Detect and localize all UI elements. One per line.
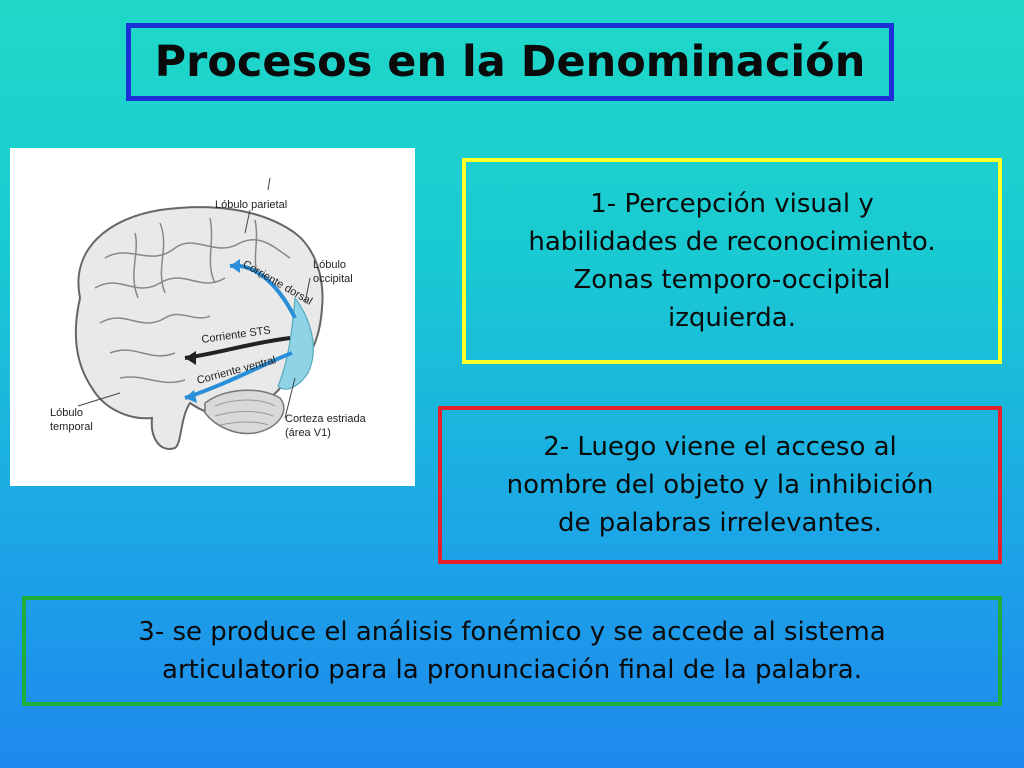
step-2-text: 2- Luego viene el acceso al nombre del o… (506, 432, 934, 538)
striate-cortex-highlight (277, 296, 314, 390)
step-1-text: 1- Percepción visual y habilidades de re… (528, 189, 936, 333)
label-temporal-1: Lóbulo (50, 407, 83, 419)
label-corteza-2: (área V1) (285, 427, 331, 439)
ventral-stream-arrow (184, 351, 293, 400)
brain-gyri (94, 217, 291, 384)
label-parietal: Lóbulo parietal (215, 199, 287, 211)
label-temporal-2: temporal (50, 421, 93, 433)
label-occipital-1: Lóbulo (313, 259, 346, 271)
label-corteza-1: Corteza estriada (285, 413, 367, 425)
title-box: Procesos en la Denominación (126, 23, 894, 101)
label-occipital-2: occipital (313, 273, 353, 285)
brain-figure: Corriente dorsal Corriente STS Corriente… (10, 148, 415, 486)
step-3-text: 3- se produce el análisis fonémico y se … (138, 617, 886, 685)
step-3-box: 3- se produce el análisis fonémico y se … (22, 596, 1002, 706)
step-2-box: 2- Luego viene el acceso al nombre del o… (438, 406, 1002, 564)
brain-diagram: Corriente dorsal Corriente STS Corriente… (50, 177, 367, 450)
slide-title: Procesos en la Denominación (154, 37, 866, 87)
step-1-box: 1- Percepción visual y habilidades de re… (462, 158, 1002, 364)
